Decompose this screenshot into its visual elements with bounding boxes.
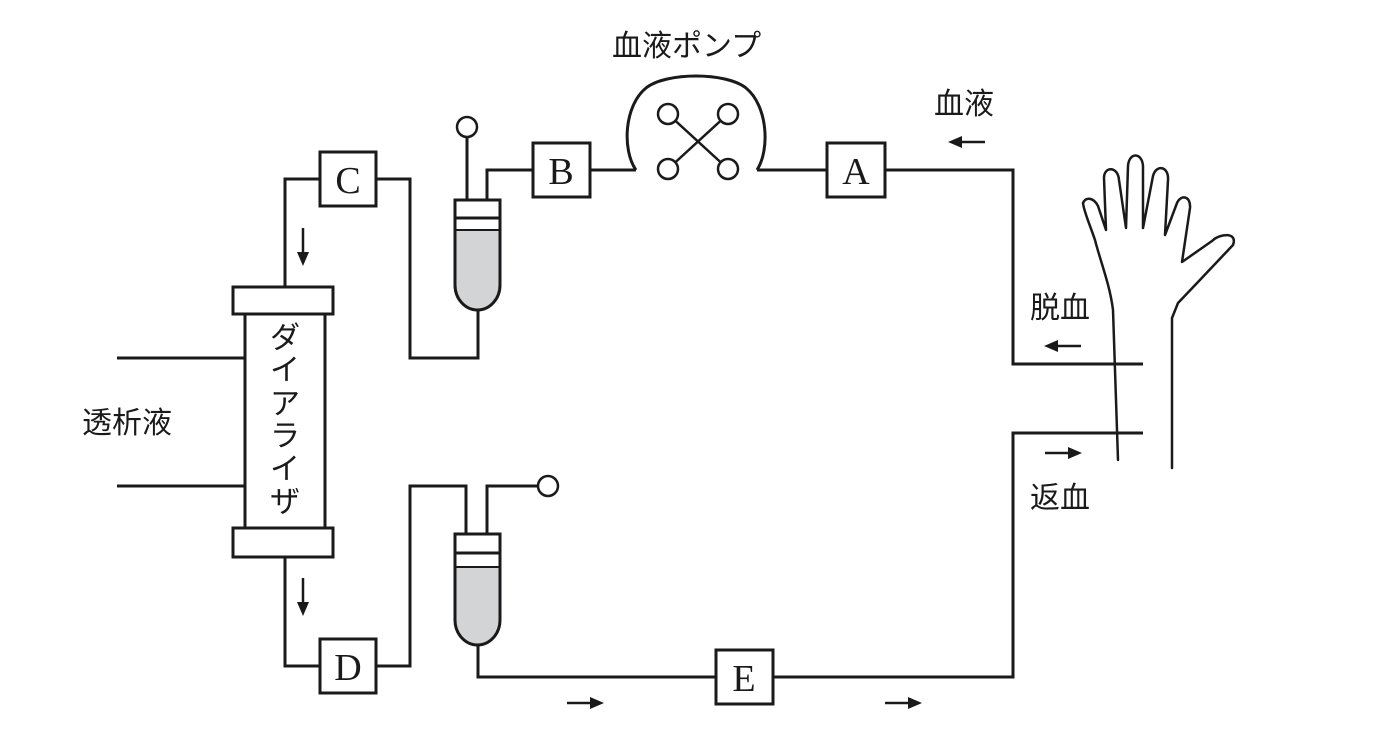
arterial-chamber-fluid — [455, 230, 500, 310]
box-A: A — [825, 141, 887, 199]
blood-line-C-to-dialyzer — [283, 177, 320, 287]
blood-line-E-to-return — [773, 431, 1143, 679]
blood-line-B-to-chamber — [485, 168, 533, 200]
venous-drip-chamber — [453, 474, 560, 647]
blood-line-dialyzer-to-D — [283, 557, 320, 668]
arterial-chamber-body — [453, 198, 502, 312]
draw-label: 脱血 — [1030, 291, 1090, 326]
arterial-drip-chamber — [453, 115, 502, 312]
blood-line-access-to-A — [885, 168, 1143, 366]
arrow-down-icon — [297, 228, 309, 266]
return-label: 返血 — [1030, 481, 1090, 516]
arrow-down-icon — [297, 578, 309, 616]
dialysate-label: 透析液 — [82, 406, 172, 441]
blood-label: 血液 — [934, 87, 994, 122]
pump-rotor-icon — [656, 102, 740, 181]
pump-label: 血液ポンプ — [612, 29, 761, 64]
arrow-right-icon — [1045, 447, 1082, 459]
box-B-label: B — [548, 151, 573, 193]
box-A-label: A — [842, 151, 870, 193]
dialyzer-char-5: イ — [270, 452, 300, 487]
blood-line-D-to-chamber — [376, 484, 468, 668]
arrow-left-icon — [1044, 340, 1081, 352]
dialyzer: ダ イ ア ラ イ ザ — [231, 285, 335, 559]
hand-icon — [1081, 154, 1236, 470]
box-D: D — [318, 637, 378, 695]
venous-chamber-body — [453, 532, 502, 647]
dialyzer-char-3: ア — [270, 387, 300, 422]
box-E: E — [714, 648, 775, 706]
dialyzer-char-6: ザ — [270, 485, 300, 520]
box-D-label: D — [334, 647, 361, 689]
arrow-left-icon — [948, 136, 985, 148]
dialyzer-char-4: ラ — [270, 419, 300, 454]
venous-monitor-line — [485, 484, 538, 534]
box-C-label: C — [335, 160, 360, 202]
box-B: B — [531, 141, 592, 199]
blood-line-chamber-to-E — [476, 644, 716, 679]
box-C: C — [318, 150, 378, 208]
box-E-label: E — [732, 658, 755, 700]
pump-housing — [625, 74, 767, 171]
venous-chamber-fluid — [455, 567, 500, 645]
blood-pump — [625, 74, 767, 181]
dialyzer-top-cap — [231, 285, 335, 316]
arrow-right-icon — [567, 697, 604, 709]
dialyzer-body — [243, 312, 327, 530]
arrow-right-icon — [885, 697, 922, 709]
dialyzer-char-2: イ — [270, 353, 300, 388]
venous-pressure-port — [536, 474, 560, 498]
dialyzer-char-1: ダ — [270, 321, 300, 356]
arterial-pressure-port — [455, 115, 479, 139]
dialyzer-bottom-cap — [231, 526, 335, 559]
blood-line-chamber-to-C — [376, 177, 480, 360]
